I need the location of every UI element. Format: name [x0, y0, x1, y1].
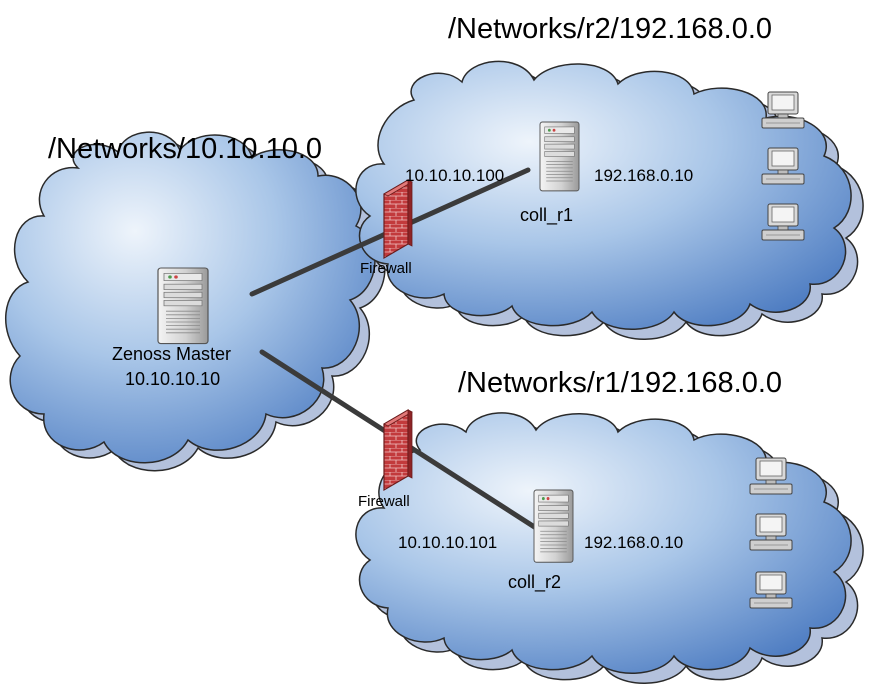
network-title-r1: /Networks/r1/192.168.0.0 — [458, 367, 782, 399]
zenoss-master-server: Zenoss Master 10.10.10.10 — [112, 267, 231, 389]
desktop-computer-icon — [761, 91, 805, 129]
collector-r1-server: 10.10.10.100 192.168.0.10 coll_r1 — [405, 121, 693, 226]
desktop-computer-icon — [749, 457, 793, 495]
coll-r2-outside-ip: 10.10.10.101 — [398, 533, 497, 552]
firewall-bottom: Firewall — [358, 408, 413, 510]
firewall-bottom-label: Firewall — [358, 493, 410, 510]
desktop-computer-icon — [749, 513, 793, 551]
coll-r2-inside-ip: 192.168.0.10 — [584, 533, 683, 552]
coll-r1-name: coll_r1 — [520, 205, 573, 226]
firewall-top-label: Firewall — [360, 260, 412, 277]
master-ip-label: 10.10.10.10 — [125, 369, 220, 389]
collector-r2-server: 10.10.10.101 192.168.0.10 coll_r2 — [398, 489, 683, 593]
master-name-label: Zenoss Master — [112, 344, 231, 364]
brick-wall-icon — [383, 178, 413, 260]
server-tower-icon — [157, 267, 209, 345]
coll-r1-outside-ip: 10.10.10.100 — [405, 166, 504, 185]
coll-r2-name: coll_r2 — [508, 572, 561, 593]
coll-r1-inside-ip: 192.168.0.10 — [594, 166, 693, 185]
desktop-computer-icon — [749, 571, 793, 609]
server-tower-icon — [533, 489, 574, 563]
network-title-main: /Networks/10.10.10.0 — [48, 133, 322, 165]
desktop-computer-icon — [761, 203, 805, 241]
desktop-computer-icon — [761, 147, 805, 185]
server-tower-icon — [539, 121, 580, 192]
brick-wall-icon — [383, 408, 413, 492]
firewall-top: Firewall — [360, 178, 413, 277]
network-title-r2: /Networks/r2/192.168.0.0 — [448, 13, 772, 45]
